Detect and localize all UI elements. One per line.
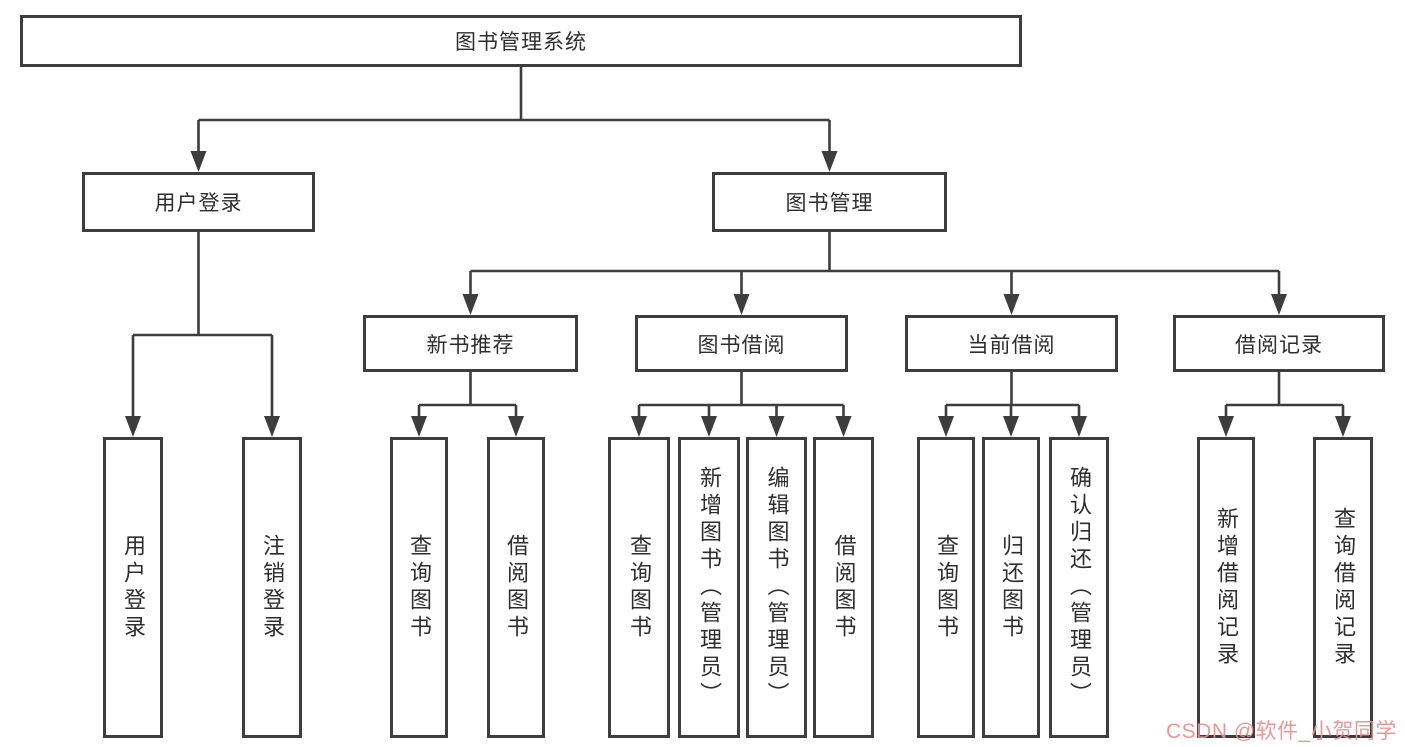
leaf-recommend-borrow-books: 借阅图书 xyxy=(487,437,545,738)
leaf-borrowing-borrow-books: 借阅图书 xyxy=(813,437,874,738)
csdn-watermark: CSDN @软件_小贺同学 xyxy=(1166,720,1397,743)
leaf-records-query-record: 查询借阅记录 xyxy=(1313,437,1373,738)
node-book-management: 图书管理 xyxy=(712,172,947,232)
leaf-user-login: 用户登录 xyxy=(103,437,163,738)
node-borrowing-records: 借阅记录 xyxy=(1173,315,1385,372)
leaf-borrowing-query-books: 查询图书 xyxy=(608,437,670,738)
leaf-current-query-books: 查询图书 xyxy=(917,437,975,738)
node-book-borrowing: 图书借阅 xyxy=(635,315,848,372)
node-new-book-recommend: 新书推荐 xyxy=(363,315,578,372)
leaf-borrowing-edit-books-admin: 编辑图书（管理员） xyxy=(746,437,807,738)
node-library-system: 图书管理系统 xyxy=(20,15,1022,67)
leaf-borrowing-add-books-admin: 新增图书（管理员） xyxy=(678,437,740,738)
node-current-borrowing: 当前借阅 xyxy=(905,315,1118,372)
leaf-current-confirm-return-admin: 确认归还（管理员） xyxy=(1049,437,1109,738)
node-user-login: 用户登录 xyxy=(82,172,315,232)
leaf-current-return-books: 归还图书 xyxy=(982,437,1040,738)
leaf-logout: 注销登录 xyxy=(242,437,302,738)
leaf-records-add-record: 新增借阅记录 xyxy=(1197,437,1255,738)
arrowhead-icons xyxy=(125,151,1351,437)
leaf-recommend-query-books: 查询图书 xyxy=(390,437,448,738)
